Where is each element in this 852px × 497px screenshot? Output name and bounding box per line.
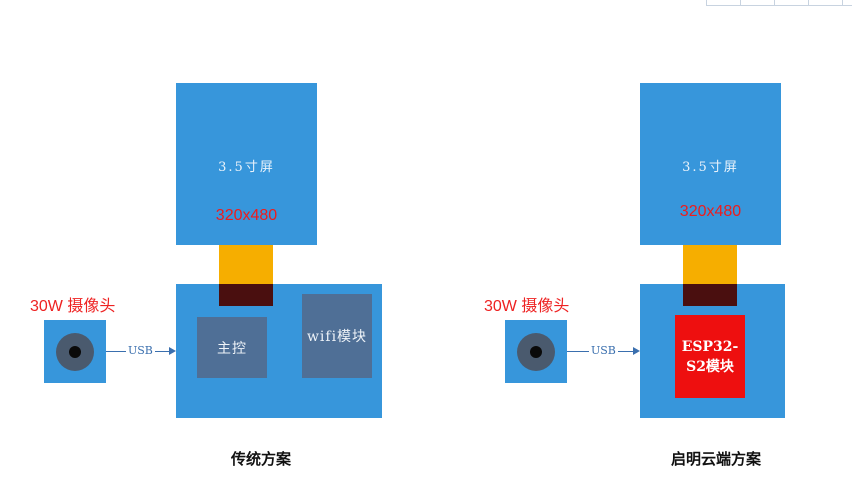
camera-lens-center-icon [530,346,542,358]
lcd-screen-block [640,83,781,245]
flex-cable [219,245,273,284]
screen-title: 3.5寸屏 [218,160,275,175]
mcu-chip: 主控 [197,317,267,378]
camera-label: 30W 摄像头 [484,298,570,315]
diagram-caption: 启明云端方案 [670,450,761,468]
usb-label: USB [589,344,618,357]
esp32-s2-module: ESP32-S2模块 [675,315,745,398]
lcd-screen-block [176,83,317,245]
table-fragment-cell [774,0,809,6]
screen-title: 3.5寸屏 [682,160,739,175]
usb-label: USB [126,344,155,357]
table-fragment-cell [842,0,852,6]
camera-lens-center-icon [69,346,81,358]
usb-arrow-icon [169,347,176,355]
flex-cable [683,245,737,284]
wifi-module: wifi模块 [302,294,372,378]
screen-resolution: 320x480 [215,207,278,224]
screen-connector [219,284,273,306]
screen-resolution: 320x480 [679,203,742,220]
table-fragment-cell [740,0,775,6]
screen-connector [683,284,737,306]
usb-arrow-icon [633,347,640,355]
diagram-caption: 传统方案 [230,450,291,468]
camera-label: 30W 摄像头 [30,298,116,315]
table-fragment-cell [808,0,843,6]
table-fragment-cell [706,0,741,6]
